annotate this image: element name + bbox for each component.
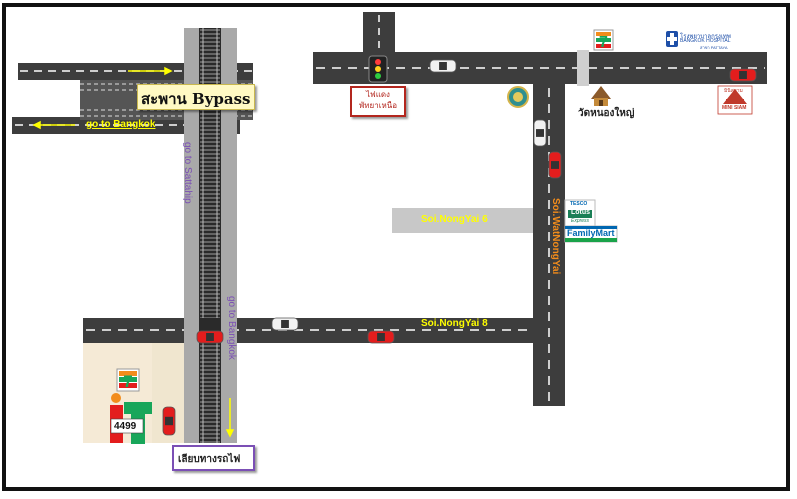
traffic-light-icon (368, 55, 388, 83)
family-mart-label: FamilyMart (567, 228, 615, 238)
railway-crossing-label: เลียบทางรถไฟ (178, 454, 241, 465)
it-shop-logo-icon (110, 393, 152, 444)
car-icon (367, 330, 395, 344)
svg-text:7: 7 (123, 372, 132, 391)
road-soi-nongyai-8 (83, 318, 533, 343)
temple-icon (591, 86, 611, 106)
tesco-lotus-logo-icon (564, 199, 596, 227)
soi-nongyai-6-label: Soi.NongYai 6 (421, 214, 488, 225)
emblem-icon (507, 86, 529, 108)
mini-siam-thai: มินิสยาม (724, 88, 743, 94)
express-label: Express (571, 218, 590, 224)
soi-nongyai-8-label: Soi.NongYai 8 (421, 318, 488, 329)
road-vertical-traffic-light (363, 12, 395, 62)
tesco-label: TESCO (570, 201, 588, 207)
hospital-logo-icon (663, 30, 733, 50)
go-to-bangkok-vertical-label: go to Bangkok (226, 296, 237, 360)
it-shop-number: 4499 (114, 421, 137, 432)
arrow-icon (128, 66, 173, 76)
seven-eleven-logo-icon: 7 (116, 368, 140, 392)
bridge-label (137, 84, 255, 110)
go-to-bangkok-horizontal-label: go to Bangkok (86, 119, 156, 130)
go-to-sattahip-label: go to Sattahip (182, 142, 193, 204)
car-icon (429, 59, 457, 73)
railway-crossing-box (172, 445, 255, 471)
car-icon (533, 119, 547, 147)
hospital-name-english: BANGKOK HOSPITAL (680, 38, 731, 44)
svg-text:7: 7 (599, 34, 608, 51)
soi-nongyai-6-road (392, 208, 533, 233)
temple-label: วัดหนองใหญ่ (578, 108, 635, 119)
mini-siam-logo-icon (717, 85, 753, 115)
bridge-label-text: สะพาน Bypass (141, 90, 251, 108)
hospital-branch: สาขา PATTAYA (700, 45, 728, 50)
soi-watnongyai-label: Soi.WatNongYai (550, 198, 561, 275)
traffic-light-place-label: ไฟแดง พัทยาเหนือ (358, 90, 397, 110)
car-icon (196, 330, 224, 344)
arrow-icon (32, 120, 75, 130)
car-icon (548, 151, 562, 179)
arrow-icon (225, 398, 235, 438)
seven-eleven-logo-icon: 7 (593, 29, 614, 51)
family-mart-logo-icon (564, 225, 618, 243)
car-icon (729, 68, 757, 82)
mini-siam-english: MINI SIAM (722, 105, 747, 111)
car-icon (271, 317, 299, 331)
hospital-name-thai: โรงพยาบาลกรุงเทพ (680, 34, 731, 40)
traffic-light-place-box (350, 86, 406, 117)
lotus-label: Lotus (571, 209, 591, 216)
car-icon (162, 406, 176, 436)
